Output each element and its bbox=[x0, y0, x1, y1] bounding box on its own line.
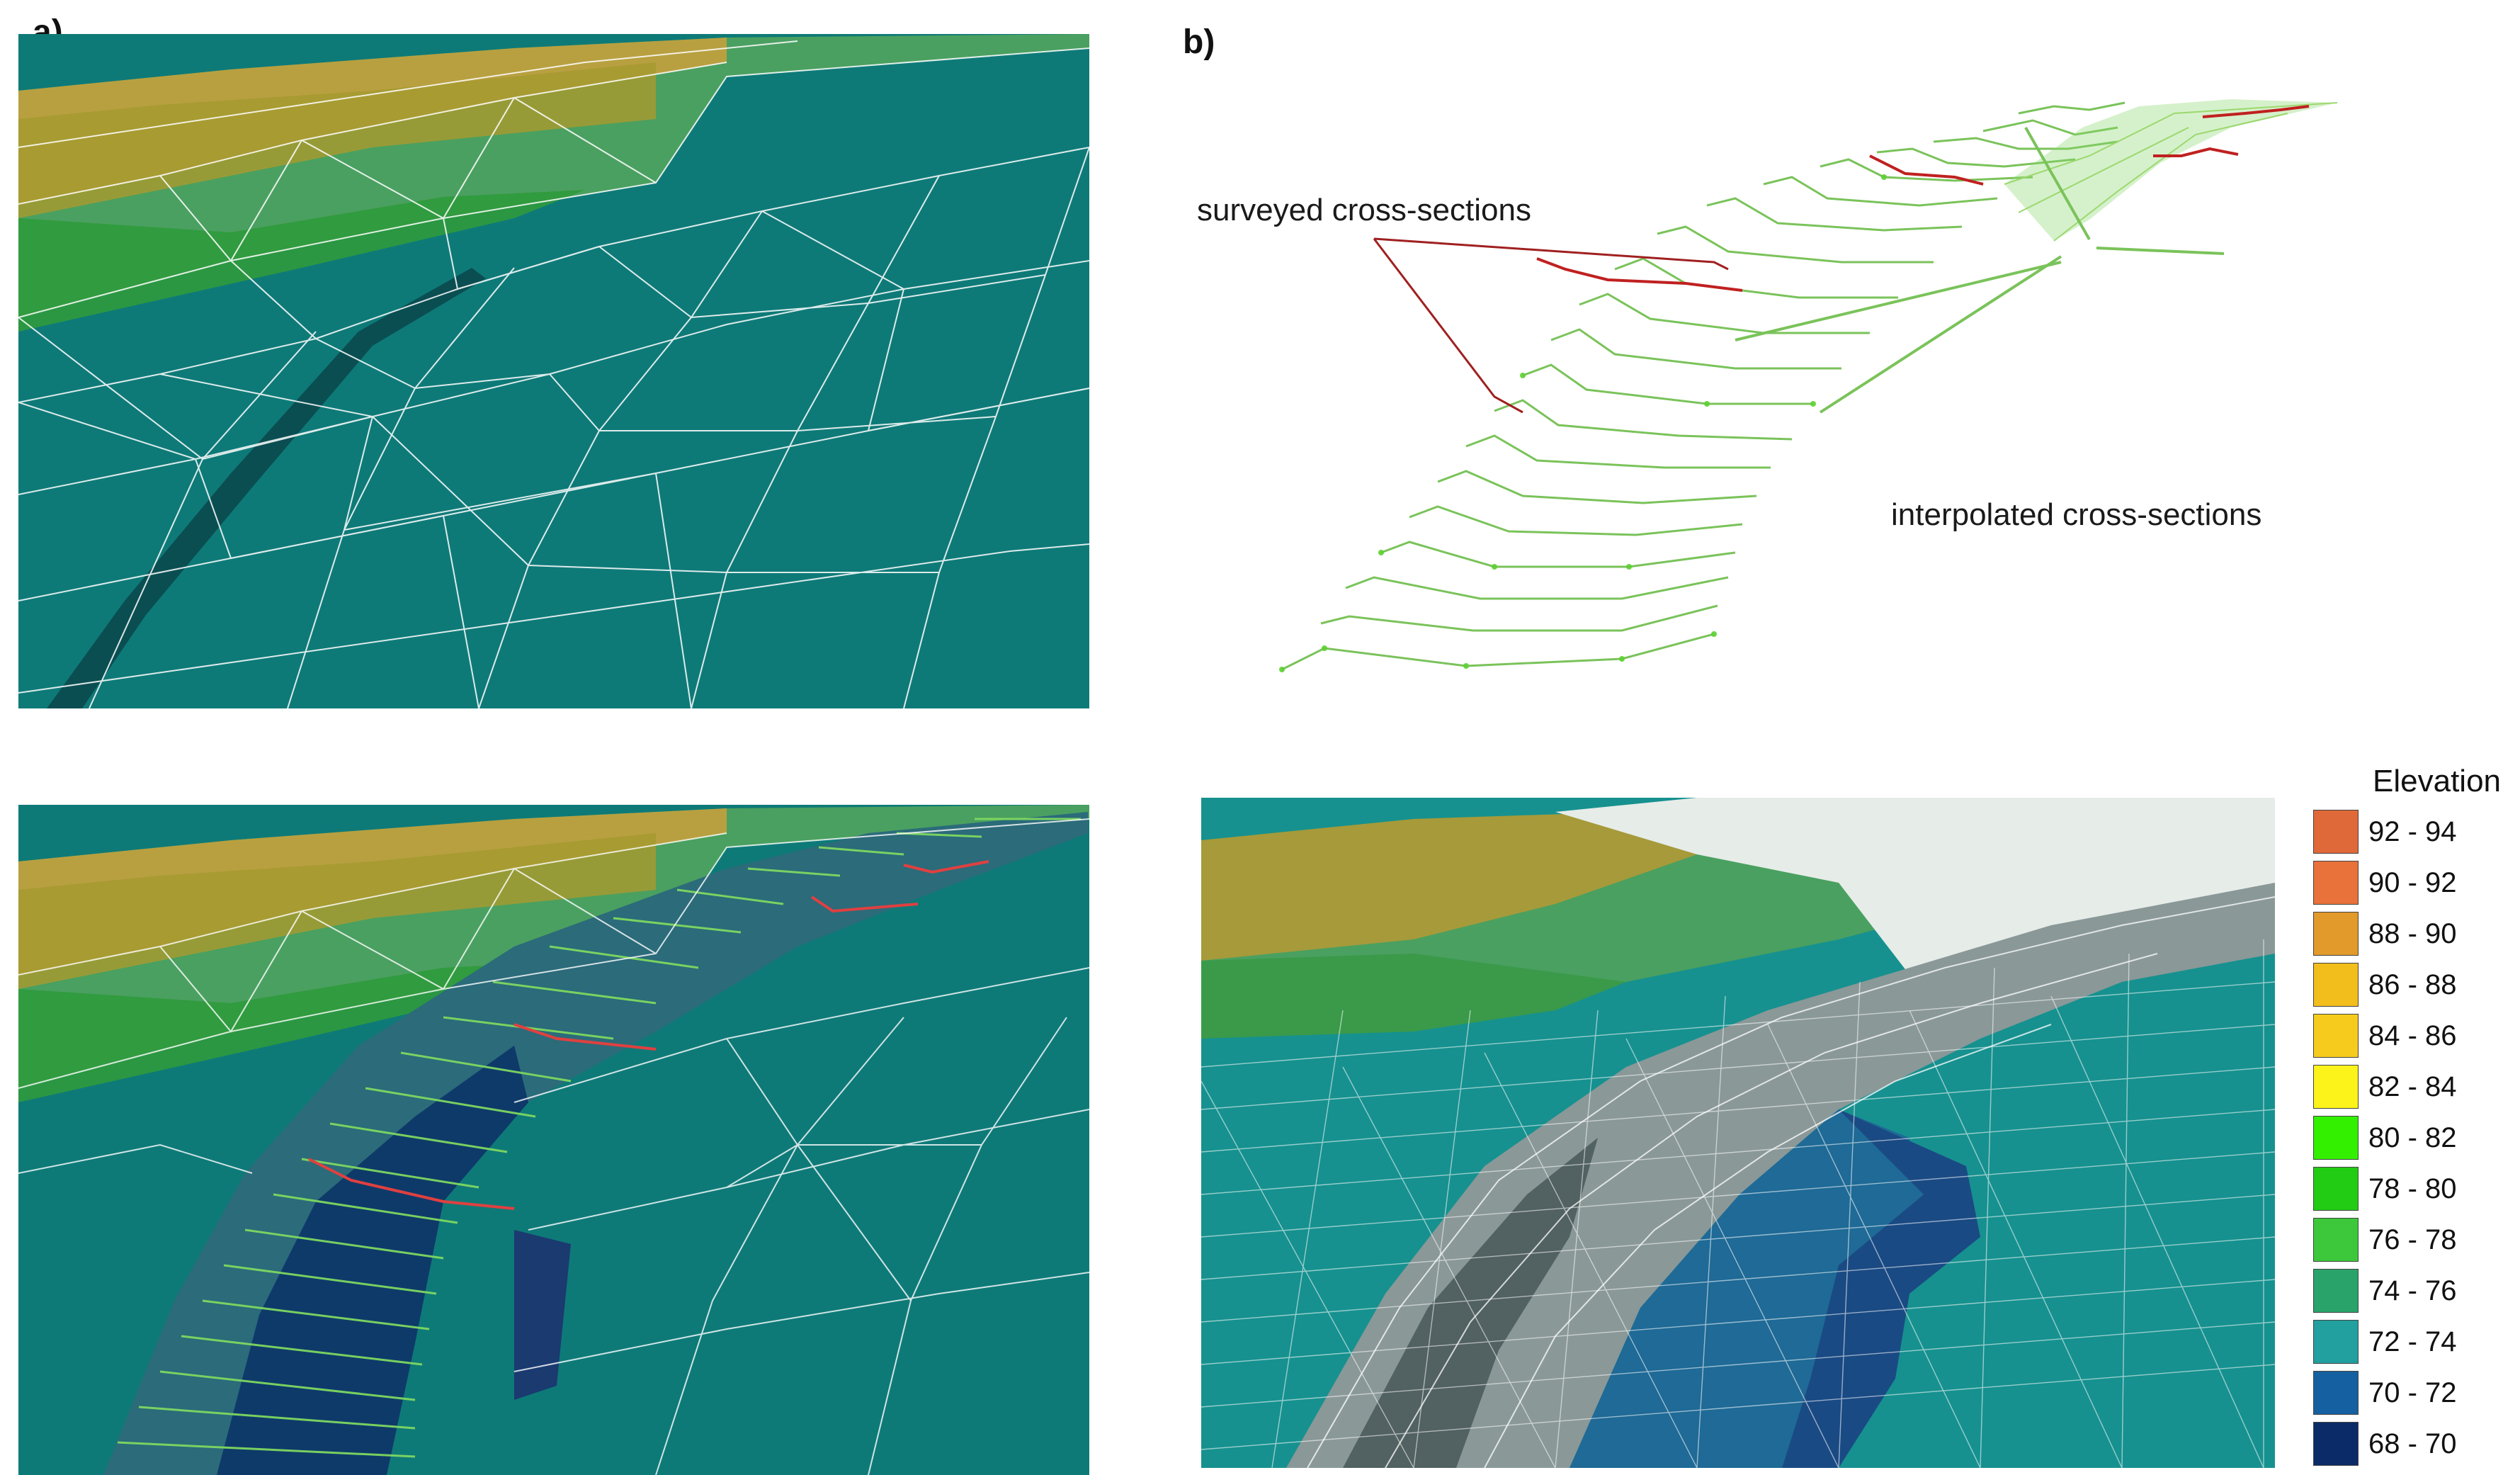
legend-swatch bbox=[2313, 963, 2359, 1007]
legend-swatch bbox=[2313, 1371, 2359, 1415]
legend-label: 70 - 72 bbox=[2368, 1377, 2457, 1408]
legend-label: 90 - 92 bbox=[2368, 866, 2457, 898]
legend-item: 90 - 92 bbox=[2313, 860, 2457, 905]
panel-b-label: b) bbox=[1183, 23, 1215, 61]
legend-item: 92 - 94 bbox=[2313, 809, 2457, 854]
legend-swatch bbox=[2313, 1422, 2359, 1466]
legend-item: 88 - 90 bbox=[2313, 911, 2457, 956]
legend-label: 88 - 90 bbox=[2368, 917, 2457, 949]
legend-swatch bbox=[2313, 861, 2359, 905]
legend-item: 70 - 72 bbox=[2313, 1370, 2457, 1415]
legend-label: 74 - 76 bbox=[2368, 1275, 2457, 1306]
panel-c-terrain-with-channel bbox=[18, 805, 1089, 1475]
legend-item: 74 - 76 bbox=[2313, 1268, 2457, 1313]
legend-swatch bbox=[2313, 1116, 2359, 1160]
interpolated-cross-sections-label: interpolated cross-sections bbox=[1891, 497, 2262, 532]
panel-b-cross-sections bbox=[1169, 71, 2514, 708]
legend-item: 72 - 74 bbox=[2313, 1319, 2457, 1364]
legend-label: 72 - 74 bbox=[2368, 1326, 2457, 1357]
legend-swatch bbox=[2313, 1218, 2359, 1262]
legend-item: 78 - 80 bbox=[2313, 1166, 2457, 1211]
legend-swatch bbox=[2313, 912, 2359, 956]
panel-a-terrain-mesh bbox=[18, 34, 1089, 708]
panel-d-fine-mesh bbox=[1201, 798, 2275, 1468]
legend-label: 86 - 88 bbox=[2368, 968, 2457, 1000]
legend-swatch bbox=[2313, 1320, 2359, 1364]
legend-item: 84 - 86 bbox=[2313, 1013, 2457, 1058]
legend-label: 82 - 84 bbox=[2368, 1070, 2457, 1102]
legend-title: Elevation bbox=[2373, 764, 2502, 798]
legend-label: 76 - 78 bbox=[2368, 1223, 2457, 1255]
legend-label: 92 - 94 bbox=[2368, 815, 2457, 847]
legend-item: 68 - 70 bbox=[2313, 1421, 2457, 1466]
legend-item: 82 - 84 bbox=[2313, 1064, 2457, 1109]
legend-swatch bbox=[2313, 810, 2359, 854]
legend-label: 84 - 86 bbox=[2368, 1019, 2457, 1051]
legend-label: 78 - 80 bbox=[2368, 1172, 2457, 1204]
legend-swatch bbox=[2313, 1065, 2359, 1109]
legend-item: 80 - 82 bbox=[2313, 1115, 2457, 1160]
legend-label: 68 - 70 bbox=[2368, 1428, 2457, 1459]
legend-swatch bbox=[2313, 1269, 2359, 1313]
surveyed-cross-sections-label: surveyed cross-sections bbox=[1197, 193, 1531, 227]
legend-swatch bbox=[2313, 1014, 2359, 1058]
legend-item: 76 - 78 bbox=[2313, 1217, 2457, 1262]
legend-item: 86 - 88 bbox=[2313, 962, 2457, 1007]
legend-label: 80 - 82 bbox=[2368, 1121, 2457, 1153]
legend-swatch bbox=[2313, 1167, 2359, 1211]
